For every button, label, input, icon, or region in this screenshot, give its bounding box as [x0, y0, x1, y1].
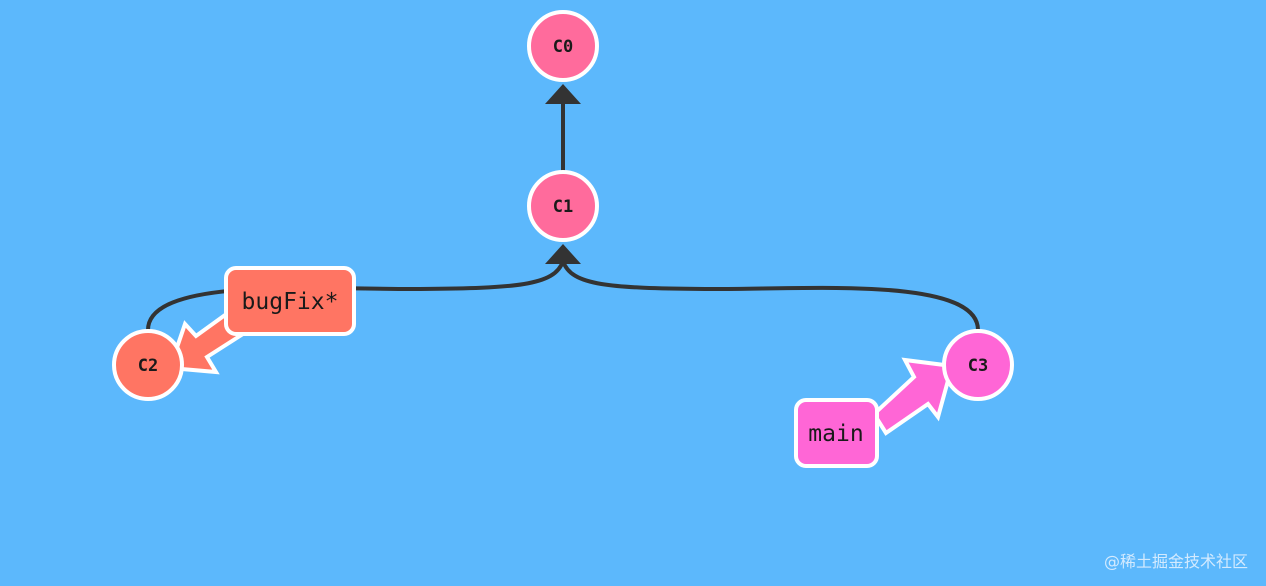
branch-pointer-main [871, 357, 955, 436]
commit-label: C2 [138, 356, 158, 376]
commit-label: C1 [553, 197, 573, 217]
commit-circle [527, 170, 599, 242]
commit-c1[interactable]: C1 [527, 170, 599, 242]
commit-circle [527, 10, 599, 82]
edge-arrowhead-c0 [545, 84, 581, 104]
branch-label-bugfix[interactable]: bugFix* [224, 266, 356, 336]
commit-label: C3 [968, 356, 988, 376]
edge-c2-c1 [146, 260, 565, 331]
branch-name: main [808, 421, 863, 447]
commit-c2[interactable]: C2 [112, 329, 184, 401]
edge-c3-c1 [561, 260, 980, 331]
branch-label-main[interactable]: main [794, 398, 879, 468]
commit-circle [942, 329, 1014, 401]
edge-arrowhead-c1 [545, 244, 581, 264]
commit-c3[interactable]: C3 [942, 329, 1014, 401]
commit-circle [112, 329, 184, 401]
watermark: @稀土掘金技术社区 [1103, 552, 1248, 571]
commit-label: C0 [553, 37, 573, 57]
branch-label-box [224, 266, 356, 336]
commit-c0[interactable]: C0 [527, 10, 599, 82]
branch-label-box [794, 398, 879, 468]
branch-name: bugFix* [242, 289, 339, 315]
